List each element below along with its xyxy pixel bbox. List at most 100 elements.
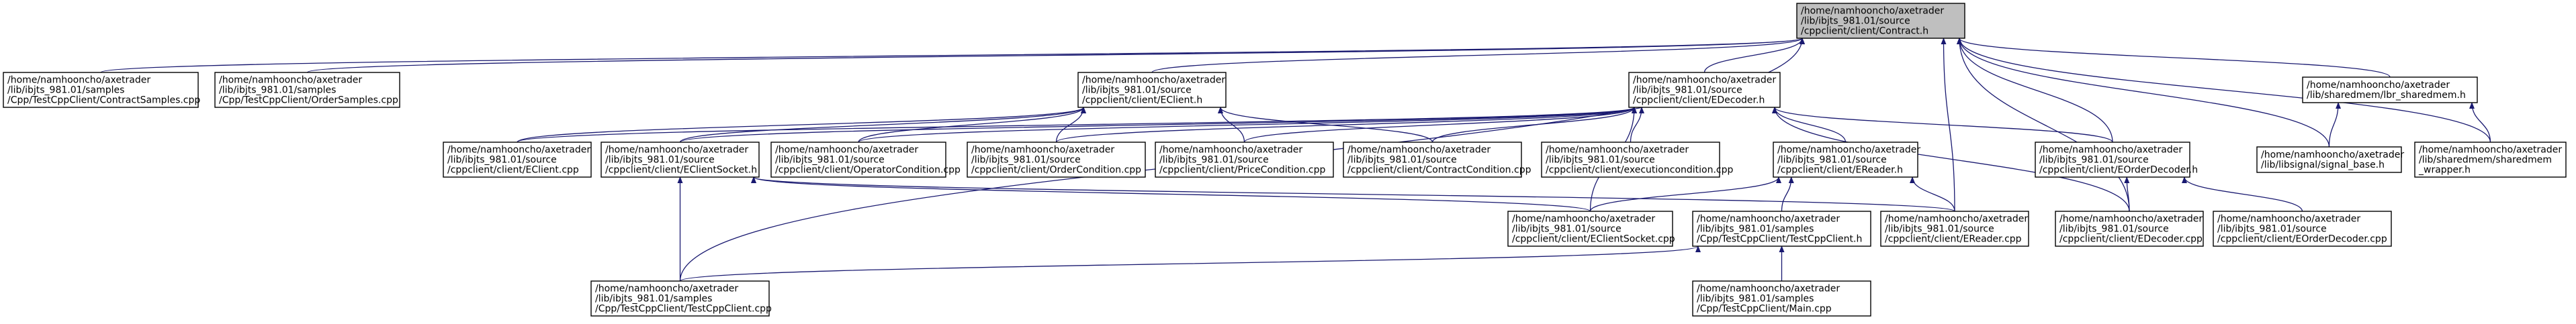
file-node-executioncondition-cpp[interactable]: /home/namhooncho/axetrader/lib/ibjts_981… xyxy=(1541,142,1734,178)
file-node-label-line: /lib/ibjts_981.01/samples xyxy=(1697,224,1814,235)
file-node-label-line: /home/namhooncho/axetrader xyxy=(2039,145,2182,156)
include-edge xyxy=(858,107,1637,143)
file-node-edecoder-h[interactable]: /home/namhooncho/axetrader/lib/ibjts_981… xyxy=(1628,72,1781,108)
file-node-ordercondition-cpp[interactable]: /home/namhooncho/axetrader/lib/ibjts_981… xyxy=(967,142,1146,178)
file-node-label-line: /lib/ibjts_981.01/source xyxy=(447,155,557,166)
file-node-label-line: /lib/ibjts_981.01/source xyxy=(2039,155,2149,166)
file-node-box xyxy=(770,142,946,178)
file-node-eclient-h[interactable]: /home/namhooncho/axetrader/lib/ibjts_981… xyxy=(1077,72,1227,108)
include-edge xyxy=(679,107,1637,143)
file-node-box xyxy=(1692,280,1871,317)
file-node-signal-base-h[interactable]: /home/namhooncho/axetrader/lib/libsignal… xyxy=(2256,146,2404,173)
file-node-operatorcondition-cpp[interactable]: /home/namhooncho/axetrader/lib/ibjts_981… xyxy=(770,142,961,178)
file-node-pricecondition-cpp[interactable]: /home/namhooncho/axetrader/lib/ibjts_981… xyxy=(1155,142,1334,178)
include-edge xyxy=(1589,176,1781,212)
file-node-label-line: /lib/ibjts_981.01/samples xyxy=(7,85,124,96)
file-node-contractcondition-cpp[interactable]: /home/namhooncho/axetrader/lib/ibjts_981… xyxy=(1343,142,1531,178)
file-node-label-line: /lib/ibjts_981.01/source xyxy=(2217,224,2327,235)
file-node-label-line: /cppclient/client/OrderCondition.cpp xyxy=(971,165,1141,176)
file-node-label-line: /Cpp/TestCppClient/Main.cpp xyxy=(1697,304,1832,315)
file-node-box xyxy=(1343,142,1522,178)
include-edge xyxy=(1703,38,1805,73)
file-node-box xyxy=(1628,72,1781,108)
file-node-label-line: /cppclient/client/EDecoder.h xyxy=(1633,95,1765,106)
include-edge xyxy=(1957,38,2113,143)
file-node-box xyxy=(590,280,770,317)
include-edge xyxy=(1957,38,2391,78)
include-edge xyxy=(2124,176,2130,212)
file-node-eclientsocket-cpp[interactable]: /home/namhooncho/axetrader/lib/ibjts_981… xyxy=(1507,211,1675,247)
file-node-sharedmem-wrapper-h[interactable]: /home/namhooncho/axetrader/lib/sharedmem… xyxy=(2414,142,2567,178)
file-node-label-line: /lib/sharedmem/sharedmem xyxy=(2419,155,2552,166)
file-node-box xyxy=(1077,72,1227,108)
include-edge xyxy=(1151,38,1805,73)
file-node-eclientsocket-h[interactable]: /home/namhooncho/axetrader/lib/ibjts_981… xyxy=(601,142,760,178)
include-edge xyxy=(1910,176,1955,212)
file-node-box xyxy=(2035,142,2190,178)
include-edge xyxy=(1772,107,1847,143)
file-node-edecoder-cpp[interactable]: /home/namhooncho/axetrader/lib/ibjts_981… xyxy=(2055,211,2204,247)
file-node-main-cpp[interactable]: /home/namhooncho/axetrader/lib/ibjts_981… xyxy=(1692,280,1871,317)
file-node-box xyxy=(214,72,400,108)
file-node-box xyxy=(2256,146,2402,173)
file-node-label-line: /cppclient/client/EReader.cpp xyxy=(1885,234,2022,245)
file-node-testcppclient-h[interactable]: /home/namhooncho/axetrader/lib/ibjts_981… xyxy=(1692,211,1871,247)
file-node-label-line: /home/namhooncho/axetrader xyxy=(2261,150,2404,160)
file-node-label-line: /home/namhooncho/axetrader xyxy=(971,145,1114,156)
file-node-label-line: /home/namhooncho/axetrader xyxy=(1347,145,1491,156)
file-node-label-line: /cppclient/client/EOrderDecoder.cpp xyxy=(2217,234,2387,245)
file-node-label-line: /Cpp/TestCppClient/TestCppClient.h xyxy=(1697,234,1862,245)
include-edge xyxy=(1957,38,2491,143)
file-node-label-line: /home/namhooncho/axetrader xyxy=(1697,284,1840,294)
file-node-box xyxy=(2302,76,2478,103)
file-node-label-line: /Cpp/TestCppClient/ContractSamples.cpp xyxy=(7,95,200,106)
file-node-box xyxy=(2414,142,2567,178)
file-node-label-line: /home/namhooncho/axetrader xyxy=(1082,75,1225,86)
file-node-label-line: /lib/ibjts_981.01/source xyxy=(1546,155,1655,166)
file-node-box xyxy=(1880,211,2029,247)
file-node-lbr-sharedmem-h[interactable]: /home/namhooncho/axetrader/lib/sharedmem… xyxy=(2302,76,2478,103)
include-edge xyxy=(1957,38,2330,148)
include-edge xyxy=(1957,38,2130,212)
file-node-label-line: /cppclient/client/Contract.h xyxy=(1801,26,1928,37)
include-edge xyxy=(1055,107,1637,143)
file-node-label-line: /lib/ibjts_981.01/source xyxy=(1082,85,1192,96)
file-node-box xyxy=(3,72,199,108)
file-node-label-line: /cppclient/client/PriceCondition.cpp xyxy=(1159,165,1326,176)
file-node-label-line: /home/namhooncho/axetrader xyxy=(1159,145,1302,156)
file-node-ereader-cpp[interactable]: /home/namhooncho/axetrader/lib/ibjts_981… xyxy=(1880,211,2029,247)
file-node-box xyxy=(1155,142,1334,178)
file-node-eorderdecoder-h[interactable]: /home/namhooncho/axetrader/lib/ibjts_981… xyxy=(2035,142,2198,178)
file-node-label-line: /lib/ibjts_981.01/source xyxy=(1512,224,1622,235)
file-node-label-line: /lib/ibjts_981.01/source xyxy=(1159,155,1269,166)
file-node-label-line: /cppclient/client/ContractCondition.cpp xyxy=(1347,165,1531,176)
file-node-label-line: /cppclient/client/EClient.h xyxy=(1082,95,1202,106)
file-node-contract-samples-cpp[interactable]: /home/namhooncho/axetrader/lib/ibjts_981… xyxy=(3,72,200,108)
file-node-testcppclient-cpp[interactable]: /home/namhooncho/axetrader/lib/ibjts_981… xyxy=(590,280,772,317)
file-node-box xyxy=(967,142,1146,178)
file-node-box xyxy=(1541,142,1720,178)
file-node-label-line: /home/namhooncho/axetrader xyxy=(775,145,918,156)
file-node-order-samples-cpp[interactable]: /home/namhooncho/axetrader/lib/ibjts_981… xyxy=(214,72,400,108)
include-edge xyxy=(751,176,1955,212)
include-edge xyxy=(2328,102,2342,148)
file-node-box xyxy=(1507,211,1673,247)
file-node-ereader-h[interactable]: /home/namhooncho/axetrader/lib/ibjts_981… xyxy=(1773,142,1920,178)
file-node-eclient-cpp[interactable]: /home/namhooncho/axetrader/lib/ibjts_981… xyxy=(443,142,592,178)
file-node-label-line: /cppclient/client/OperatorCondition.cpp xyxy=(775,165,961,176)
file-node-label-line: /home/namhooncho/axetrader xyxy=(7,75,150,86)
include-edge xyxy=(858,107,1086,143)
file-node-label-line: /cppclient/client/EDecoder.cpp xyxy=(2059,234,2203,245)
file-node-label-line: /lib/ibjts_981.01/source xyxy=(1885,224,1994,235)
file-node-label-line: /cppclient/client/EClient.cpp xyxy=(447,165,579,176)
include-edge xyxy=(517,107,1086,143)
file-node-label-line: /home/namhooncho/axetrader xyxy=(1697,214,1840,225)
file-node-label-line: /lib/ibjts_981.01/samples xyxy=(219,85,336,96)
file-node-label-line: /lib/ibjts_981.01/source xyxy=(1777,155,1887,166)
file-node-label-line: /lib/ibjts_981.01/source xyxy=(775,155,885,166)
file-node-label-line: /lib/ibjts_981.01/source xyxy=(1347,155,1457,166)
file-node-eorderdecoder-cpp[interactable]: /home/namhooncho/axetrader/lib/ibjts_981… xyxy=(2213,211,2392,247)
file-node-label-line: /lib/ibjts_981.01/source xyxy=(971,155,1081,166)
file-node-label-line: /home/namhooncho/axetrader xyxy=(1801,6,1944,17)
